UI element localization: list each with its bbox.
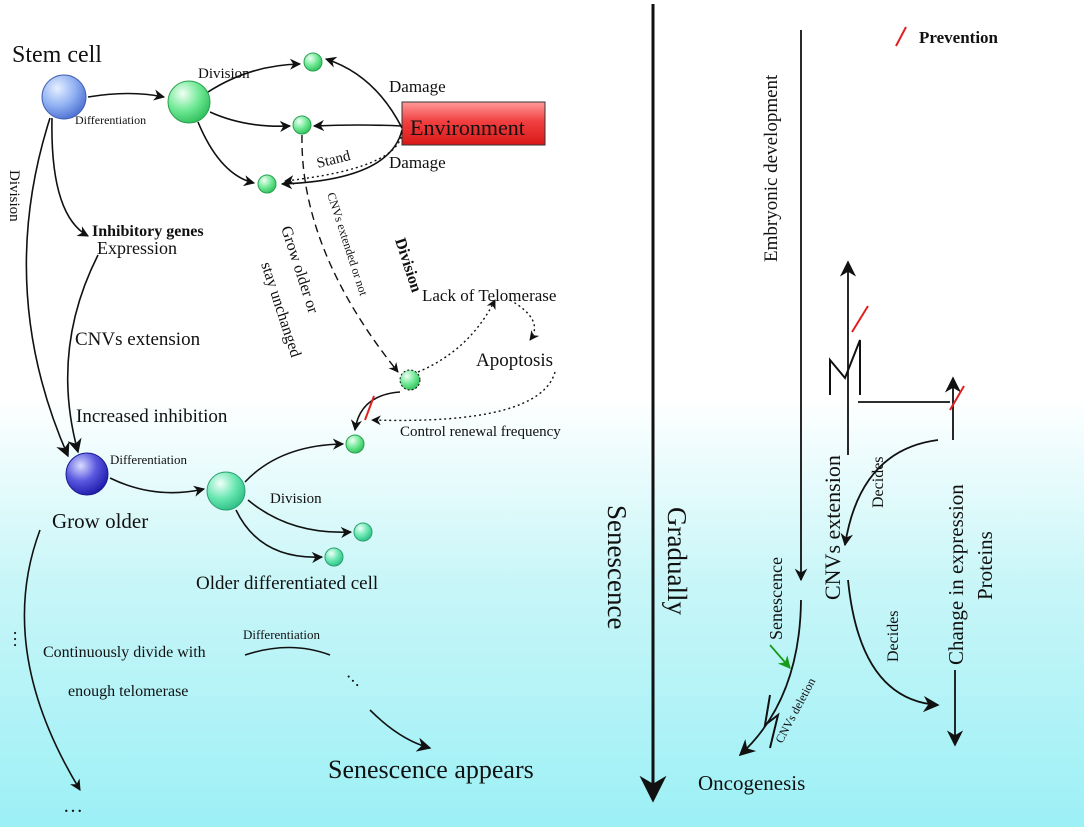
arrow-stem-to-division: [87, 89, 166, 101]
renewed-cell: [345, 434, 365, 454]
embryonic-development-label: Embryonic development: [761, 74, 782, 262]
expression-label: Expression: [97, 238, 177, 258]
arrow-damage-middle: [312, 119, 403, 132]
division-vertical-label: Division: [6, 170, 22, 222]
arrow-apoptosis-renewal: [371, 371, 556, 426]
arrow-lack-telomerase: [417, 299, 496, 373]
control-renewal-label: Control renewal frequency: [400, 424, 561, 440]
arrow-older-division: [244, 438, 345, 483]
environment-label: Environment: [410, 115, 525, 140]
arrow-division-daughter: [197, 121, 256, 187]
prevention-label: Prevention: [919, 28, 999, 47]
arrow-older-differentiation: [109, 477, 206, 497]
oncogenesis-label: Oncogenesis: [698, 771, 805, 795]
grow-older-label: Grow older: [52, 509, 148, 533]
senescence-appears-label: Senescence appears: [328, 755, 534, 784]
increased-inhibition-label: Increased inhibition: [76, 406, 228, 427]
senescence-vertical-label: Senescence: [602, 505, 632, 629]
cnvs-extension-vertical-label: CNVs extension: [820, 455, 845, 600]
decides-label-top: Decides: [870, 456, 887, 508]
enough-telomerase-label: enough telomerase: [68, 683, 188, 700]
decides-arc-top: [840, 439, 939, 547]
daughter-cell: [292, 115, 312, 135]
arrow-damage-upper: [324, 56, 403, 129]
change-in-expression-label: Change in expression: [944, 484, 968, 665]
green-indicator-arrow: [769, 644, 791, 669]
inhibitory-genes-label: Inhibitory genes: [92, 223, 204, 240]
proteins-label: Proteins: [973, 531, 997, 600]
differentiation-mid-label: Differentiation: [110, 452, 188, 467]
apoptotic-cell: [399, 369, 421, 391]
environment-box: [401, 101, 546, 146]
stand-label: Stand: [315, 148, 353, 172]
gradually-vertical-label: Gradually: [662, 507, 692, 615]
decides-arc-bottom: [847, 579, 940, 713]
older-differentiated-cell: [353, 522, 373, 542]
arrow-renewal-control: [350, 391, 401, 432]
older-stem-cell: [65, 452, 109, 496]
continuously-divide-label: Continuously divide with: [43, 644, 206, 661]
daughter-cell: [257, 174, 277, 194]
cnvs-extension-label: CNVs extension: [75, 329, 201, 350]
arrow-continuous-division: [244, 646, 331, 656]
stem-cell: [41, 74, 87, 120]
ellipsis: …: [343, 664, 370, 691]
arrow-division-dashed: [301, 134, 399, 373]
prevention-mark: [364, 395, 375, 421]
older-differentiated-cell: [324, 547, 344, 567]
older-dividing-cell: [206, 471, 246, 511]
arrow-expression-to-older: [66, 254, 99, 454]
differentiation-small-label: Differentiation: [243, 627, 321, 642]
daughter-cell: [303, 52, 323, 72]
older-differentiated-label: Older differentiated cell: [196, 573, 378, 594]
arrow-stem-to-inhibitory: [51, 117, 89, 237]
cnv-motif: [829, 339, 861, 395]
arrow-to-senescence-appears: [369, 709, 432, 752]
cnv-deletion-motif: [763, 694, 780, 749]
stem-cell-label: Stem cell: [12, 42, 102, 68]
cnvs-deletion-label: CNVs deletion: [772, 676, 818, 746]
division-label: Division: [198, 66, 250, 82]
lack-of-telomerase-label: Lack of Telomerase: [422, 286, 556, 305]
prevention-mark: [851, 305, 869, 333]
senescence-branch: [738, 599, 802, 757]
damage-label-bottom: Damage: [389, 153, 446, 172]
senescence-right-label: Senescence: [766, 557, 786, 640]
damage-label-top: Damage: [389, 77, 446, 96]
arrow-division-daughter: [207, 58, 302, 93]
arrow-older-division: [235, 509, 324, 564]
decides-label-bottom: Decides: [885, 610, 902, 662]
ellipsis: …: [10, 630, 30, 648]
differentiation-label: Differentiation: [75, 113, 146, 127]
arrow-older-division: [247, 499, 353, 539]
prevention-legend-mark: [895, 26, 907, 47]
arrow-damage-lower: [280, 129, 403, 190]
arrow-grow-older-continue: [23, 529, 81, 791]
arrow-telomerase-apoptosis: [509, 299, 540, 341]
division-bold-label: Division: [391, 236, 425, 295]
ellipsis: …: [63, 795, 83, 817]
prevention-mark: [949, 385, 965, 411]
apoptosis-label: Apoptosis: [476, 350, 553, 371]
arrow-stem-division-long: [25, 117, 70, 458]
cnvs-extended-label: CNVs extended or not: [324, 191, 371, 298]
dividing-cell: [167, 80, 211, 124]
division-mid-label: Division: [270, 491, 322, 507]
arrow-division-daughter: [209, 111, 292, 133]
